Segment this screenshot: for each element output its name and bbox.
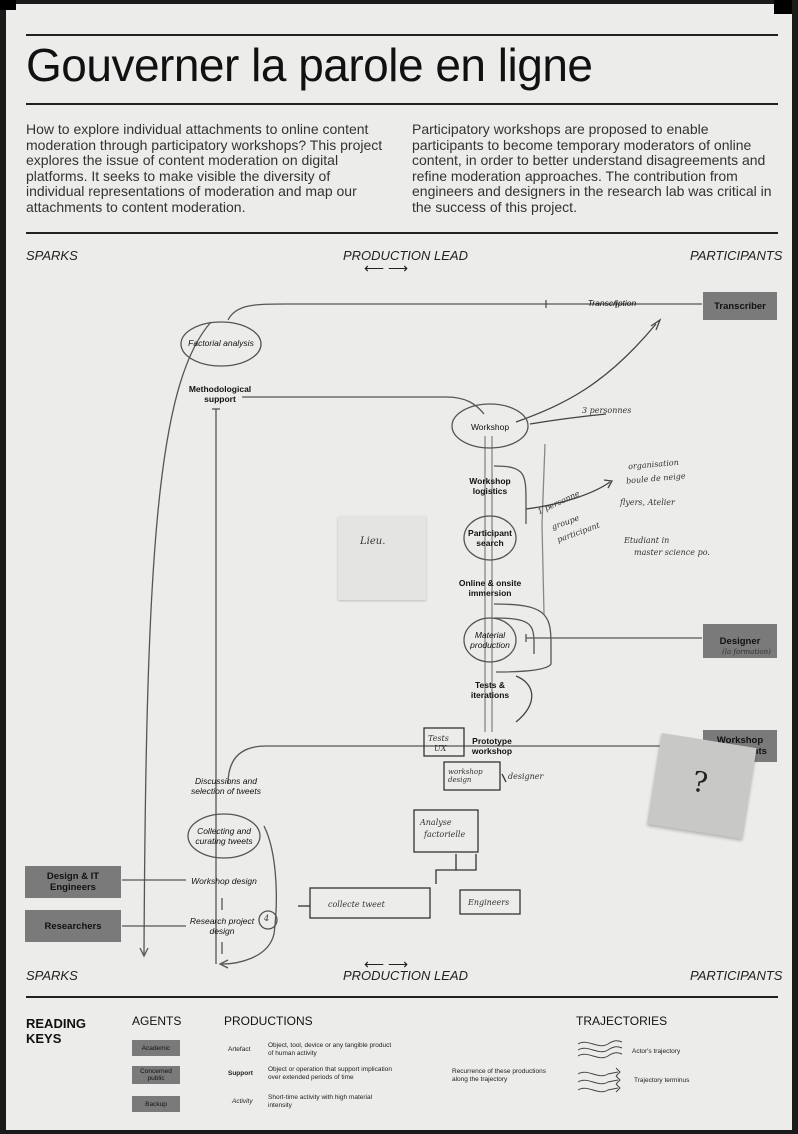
hand-workshop-design: workshop design	[448, 768, 483, 784]
sparks-label-bottom: SPARKS	[26, 968, 78, 983]
key-production-support-label: Support	[228, 1070, 253, 1077]
poster-title: Gouverner la parole en ligne	[26, 39, 593, 91]
hand-factorielle: factorielle	[424, 830, 466, 839]
node-tests-iterations: Tests & iterations	[470, 680, 510, 700]
sparks-label-top: SPARKS	[26, 248, 78, 263]
node-research-project-design: Research project design	[189, 916, 255, 936]
hand-analyse: Analyse	[420, 818, 452, 827]
agent-transcriber: Transcriber	[703, 292, 777, 320]
hand-designer: designer	[508, 772, 544, 781]
hand-master: master science po.	[634, 548, 710, 557]
key-production-activity-label: Activity	[232, 1098, 253, 1105]
handwritten-lieu: Lieu.	[360, 536, 386, 547]
legend-rule	[26, 996, 778, 998]
node-material-production: Material production	[470, 630, 510, 650]
node-collecting-curating: Collecting and curating tweets	[195, 826, 253, 846]
key-production-artefact-desc: Object, tool, device or any tangible pro…	[268, 1042, 392, 1057]
intro-left: How to explore individual attachments to…	[26, 121, 383, 215]
corner-tab-left	[0, 0, 16, 10]
sticky-note-lieu: Lieu.	[338, 516, 426, 600]
hand-flyers-atelier: flyers, Atelier	[620, 498, 675, 507]
agents-header: AGENTS	[132, 1014, 182, 1028]
key-recurrence: Recurrence of these productions along th…	[452, 1068, 546, 1083]
node-workshop-logistics: Workshop logistics	[469, 476, 511, 496]
hand-three-persons: 3 personnes	[582, 406, 632, 415]
node-factorial-analysis: Factorial analysis	[188, 338, 254, 348]
node-methodological-support: Methodological support	[188, 384, 252, 404]
key-actors-trajectory: Actor's trajectory	[632, 1048, 681, 1055]
participants-label-bottom: PARTICIPANTS	[690, 968, 783, 983]
hand-engineers: Engineers	[468, 898, 510, 907]
top-rule	[26, 34, 778, 36]
node-online-onsite-immersion: Online & onsite immersion	[458, 578, 522, 598]
reading-keys-title: READING KEYS	[26, 1016, 86, 1046]
intro-rule	[26, 232, 778, 234]
key-production-activity-desc: Short-time activity with high material i…	[268, 1094, 373, 1109]
key-production-artefact-label: Artefact	[228, 1046, 251, 1053]
key-agent-concerned-public: Concerned public	[132, 1066, 180, 1084]
hand-la-formation: (la formation)	[722, 648, 771, 656]
production-lead-label-bottom: PRODUCTION LEAD	[343, 968, 468, 983]
hand-collecte-tweet: collecte tweet	[328, 900, 385, 909]
trajectory-key-icons	[577, 1040, 623, 1093]
productions-header: PRODUCTIONS	[224, 1014, 313, 1028]
poster: Gouverner la parole en ligne How to expl…	[6, 4, 792, 1130]
node-workshop-design: Workshop design	[191, 876, 257, 886]
key-production-support-desc: Object or operation that support implica…	[268, 1066, 392, 1081]
hand-tests: Tests	[428, 734, 449, 743]
agent-design-it-engineers: Design & IT Engineers	[25, 866, 121, 898]
intro-right: Participatory workshops are proposed to …	[412, 121, 772, 215]
key-agent-backup: Backup	[132, 1096, 180, 1112]
production-lead-label-top: PRODUCTION LEAD	[343, 248, 468, 263]
key-trajectory-terminus: Trajectory terminus	[634, 1077, 690, 1084]
left-right-arrows-icon-bottom: ⟵ ⟶	[364, 956, 409, 972]
hand-four: 4	[264, 914, 270, 923]
corner-tab-right	[774, 0, 792, 14]
hand-ux: UX	[434, 744, 447, 753]
agent-designer: Designer	[703, 624, 777, 658]
key-agent-academic: Academic	[132, 1040, 180, 1056]
node-participant-search: Participant search	[468, 528, 512, 548]
hand-etudiant: Etudiant in	[624, 536, 670, 545]
agent-researchers: Researchers	[25, 910, 121, 942]
left-right-arrows-icon: ⟵ ⟶	[364, 260, 409, 276]
diagram-lines	[122, 300, 702, 969]
node-discussions-selection: Discussions and selection of tweets	[191, 776, 261, 796]
node-transcription: Transcription	[587, 298, 637, 308]
node-prototype-workshop: Prototype workshop	[471, 736, 513, 756]
title-rule	[26, 103, 778, 105]
trajectories-header: TRAJECTORIES	[576, 1014, 668, 1028]
participants-label-top: PARTICIPANTS	[690, 248, 783, 263]
node-workshop: Workshop	[470, 422, 510, 432]
